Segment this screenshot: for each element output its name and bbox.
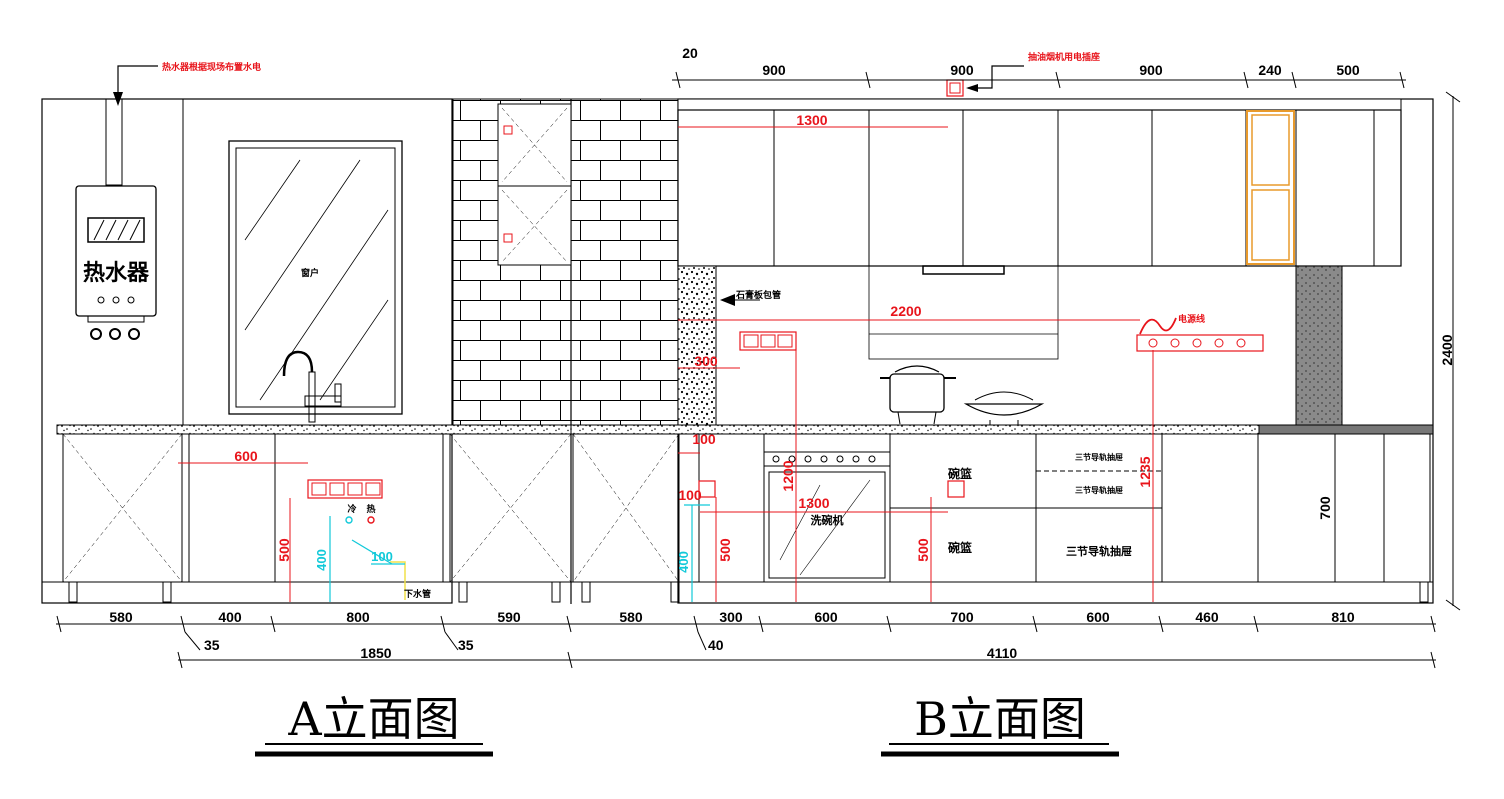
dim-100-a: 100 bbox=[692, 431, 716, 447]
dim-small-c: 40 bbox=[708, 637, 724, 653]
upper-cabinets bbox=[677, 98, 1402, 267]
countertop-a bbox=[56, 424, 572, 435]
dim-1300-b: 1300 bbox=[798, 495, 829, 511]
dim-bottom-4: 590 bbox=[497, 609, 521, 625]
heater-note: 热水器根据现场布置水电 bbox=[113, 61, 261, 106]
dim-top-1: 20 bbox=[682, 45, 698, 61]
a-elevation: 热水器 热水器根据现场布置水电 窗户 bbox=[41, 61, 679, 604]
dim-500-b: 500 bbox=[717, 538, 733, 562]
brick-wall-b bbox=[570, 98, 679, 428]
window-label: 窗户 bbox=[301, 267, 319, 279]
dim-cyan-400-b: 400 bbox=[676, 551, 691, 573]
dim-2200: 2200 bbox=[890, 303, 921, 319]
dim-bottom-3: 800 bbox=[346, 609, 370, 625]
dim-1300-top: 1300 bbox=[796, 112, 827, 128]
dim-top-3: 900 bbox=[950, 62, 974, 78]
structural-column bbox=[1295, 265, 1343, 426]
sink-sockets bbox=[307, 479, 383, 499]
dim-cyan-400-a: 400 bbox=[314, 549, 329, 571]
dim-300: 300 bbox=[694, 353, 718, 369]
dim-top-5: 240 bbox=[1258, 62, 1282, 78]
dim-bottom-5: 580 bbox=[619, 609, 643, 625]
dim-total-b: 4110 bbox=[987, 645, 1018, 661]
dim-500-a: 500 bbox=[276, 538, 292, 562]
countertop-b-dark bbox=[1258, 424, 1434, 435]
bowl-basket-upper-label: 碗篮 bbox=[948, 466, 972, 481]
dim-small-a: 35 bbox=[204, 637, 220, 653]
faucet-hot-label: 热 bbox=[366, 503, 375, 515]
pipe-box bbox=[677, 265, 717, 426]
red-dimensions bbox=[178, 126, 1154, 602]
dim-bottom-10: 460 bbox=[1195, 609, 1219, 625]
cyan-dimensions bbox=[329, 504, 710, 602]
pipe-note: 石膏板包管 bbox=[735, 289, 781, 301]
dim-bottom-8: 700 bbox=[950, 609, 974, 625]
dim-top-2: 900 bbox=[762, 62, 786, 78]
bowl-basket-lower-label: 碗篮 bbox=[948, 540, 972, 555]
base-cabinets-b bbox=[571, 433, 1433, 603]
water-heater: 热水器 bbox=[75, 98, 157, 340]
dim-bottom-2: 400 bbox=[218, 609, 242, 625]
dim-total-a: 1850 bbox=[360, 645, 391, 661]
dim-bottom-7: 600 bbox=[814, 609, 838, 625]
title-a-text: A立面图 bbox=[287, 692, 459, 746]
heater-note-text: 热水器根据现场布置水电 bbox=[162, 61, 261, 73]
dim-height-2400: 2400 bbox=[1439, 334, 1455, 365]
dim-cyan-100: 100 bbox=[371, 549, 393, 564]
range-hood bbox=[868, 265, 1059, 360]
title-b-text: B立面图 bbox=[914, 692, 1086, 746]
drawer-c-label: 三节导轨抽屉 bbox=[1066, 544, 1132, 558]
dim-bottom-6: 300 bbox=[719, 609, 743, 625]
dishwasher-label: 洗碗机 bbox=[811, 513, 844, 527]
dim-100-b: 100 bbox=[678, 487, 702, 503]
b-elevation: 石膏板包管 bbox=[570, 51, 1434, 604]
drain-label: 下水管 bbox=[404, 588, 431, 600]
dim-500-c: 500 bbox=[915, 538, 931, 562]
dim-small-b: 35 bbox=[458, 637, 474, 653]
dim-1200: 1200 bbox=[780, 460, 796, 491]
wall-sockets-b bbox=[698, 79, 1264, 498]
drawer-a-label: 三节导轨抽屉 bbox=[1075, 452, 1123, 462]
countertop-b bbox=[570, 424, 1260, 435]
cable-note: 电源线 bbox=[1178, 313, 1205, 325]
dim-top-4: 900 bbox=[1139, 62, 1163, 78]
drawer-b-label: 三节导轨抽屉 bbox=[1075, 485, 1123, 495]
dim-base-700: 700 bbox=[1317, 496, 1333, 520]
base-cabinets-a bbox=[42, 433, 572, 603]
faucet-cold-label: 冷 bbox=[347, 503, 356, 515]
dim-bottom-11: 810 bbox=[1331, 609, 1355, 625]
dim-bottom-9: 600 bbox=[1086, 609, 1110, 625]
glass-cabinet bbox=[497, 103, 572, 266]
dim-1235: 1235 bbox=[1137, 456, 1153, 487]
top-socket-note: 抽油烟机用电插座 bbox=[1028, 51, 1100, 63]
dim-bottom-1: 580 bbox=[109, 609, 133, 625]
faucet bbox=[282, 350, 342, 423]
water-heater-label: 热水器 bbox=[83, 260, 150, 286]
title-b: B立面图 bbox=[881, 692, 1119, 757]
dim-600: 600 bbox=[234, 448, 258, 464]
title-a: A立面图 bbox=[255, 692, 493, 757]
dim-top-6: 500 bbox=[1336, 62, 1360, 78]
black-dimension-lines bbox=[56, 71, 1461, 669]
cookware bbox=[880, 365, 1045, 425]
